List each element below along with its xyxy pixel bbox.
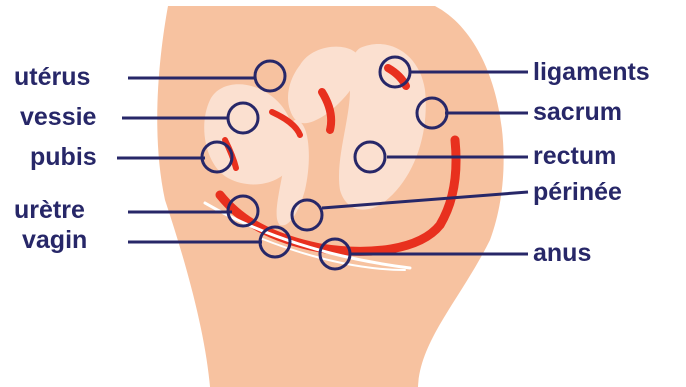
label-rectum: rectum <box>533 144 616 169</box>
label-ligaments: ligaments <box>533 60 650 85</box>
label-uterus: utérus <box>14 65 90 90</box>
label-bladder: vessie <box>20 105 96 130</box>
label-perineum: périnée <box>533 180 622 205</box>
label-urethra: urètre <box>14 198 85 223</box>
label-pubis: pubis <box>30 145 97 170</box>
label-sacrum: sacrum <box>533 100 622 125</box>
label-anus: anus <box>533 241 591 266</box>
label-vagina: vagin <box>22 228 87 253</box>
